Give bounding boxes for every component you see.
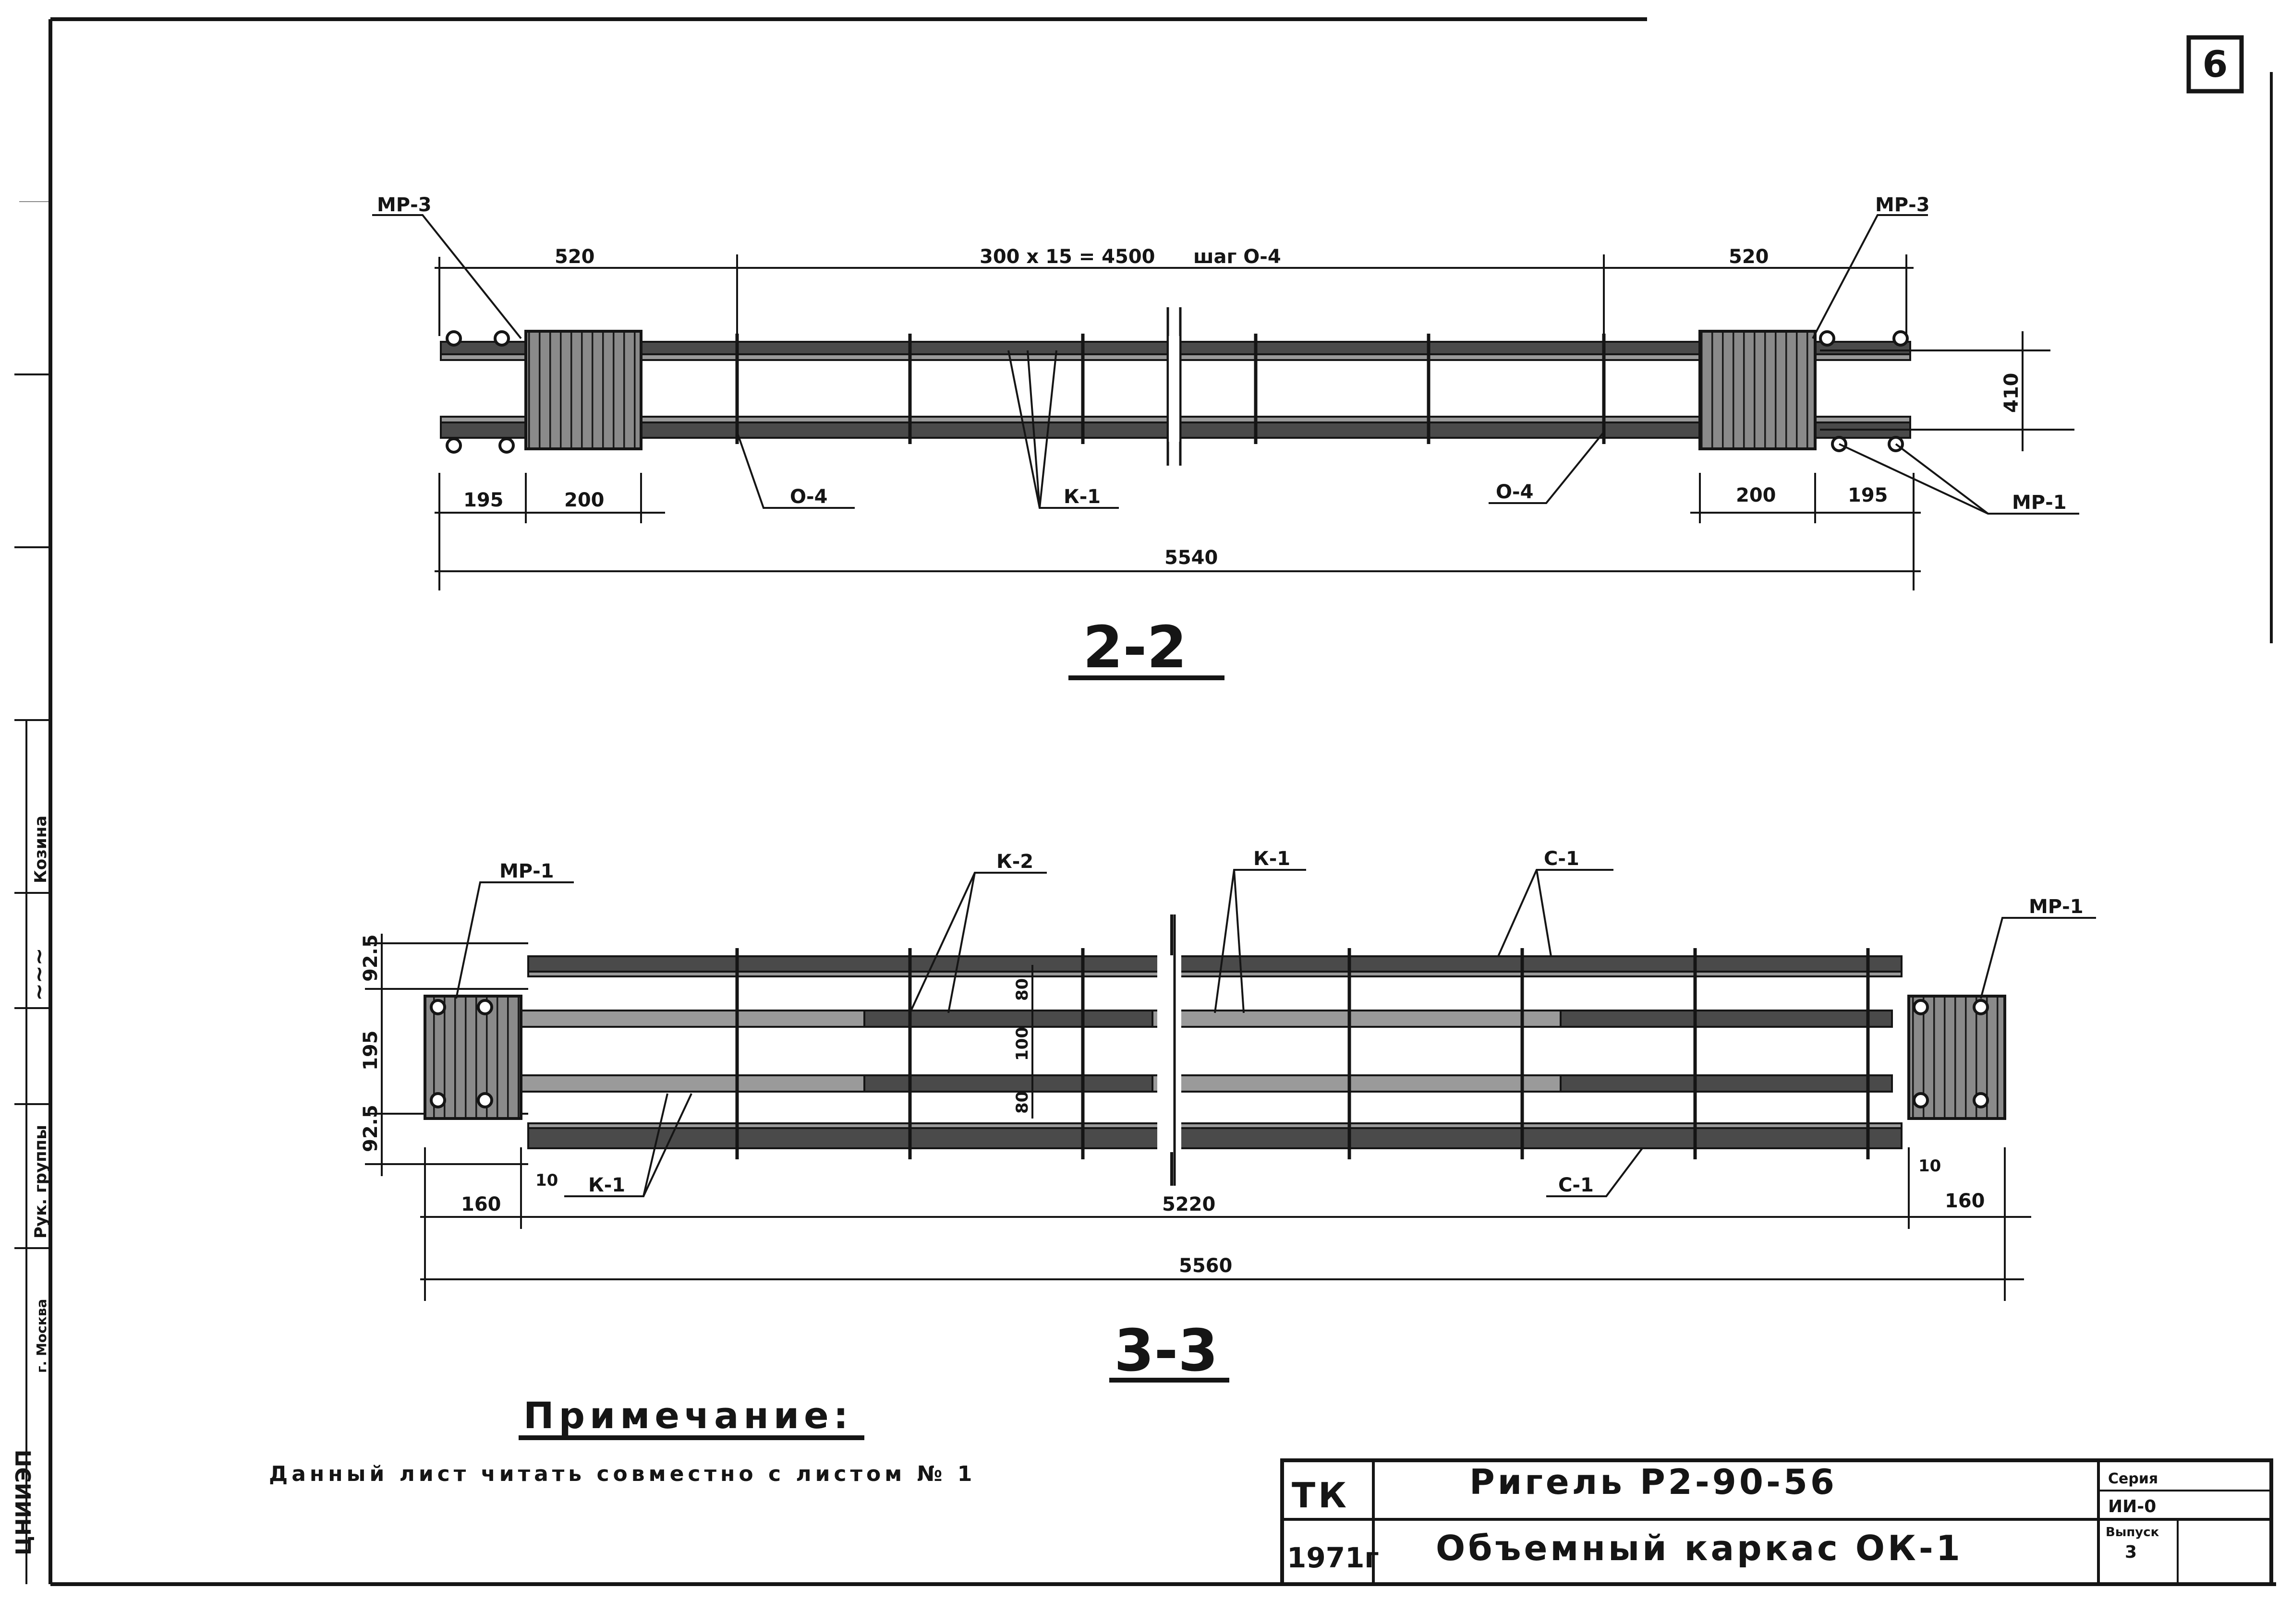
- title-block-year: 1971г: [1287, 1541, 1379, 1574]
- side-stamp: Козина ~~~ Рук. группы г. Москва ЦНИИЭП: [12, 373, 51, 1584]
- sheet-number: 6: [2203, 43, 2228, 85]
- dim-200-left: 200: [564, 489, 605, 511]
- label-mr3-left: МР-3: [377, 194, 432, 216]
- dim-10-left: 10: [535, 1171, 558, 1190]
- dim-195-left: 195: [463, 489, 504, 511]
- dim-925-top: 92.5: [360, 934, 382, 982]
- dim-520-right: 520: [1729, 246, 1769, 268]
- label-k1-bottom: К-1: [588, 1174, 625, 1196]
- stamp-role: Рук. группы: [31, 1125, 50, 1239]
- label-mr1-right: МР-1: [2029, 896, 2084, 918]
- label-k1-2-2: К-1: [1064, 486, 1101, 508]
- dim-195-right: 195: [1848, 484, 1888, 506]
- section-title-3-3: 3-3: [1114, 1318, 1218, 1384]
- dim-100: 100: [1013, 1027, 1032, 1061]
- dim-5220: 5220: [1162, 1193, 1215, 1215]
- dim-pitch: 300 х 15 = 4500: [980, 246, 1155, 268]
- label-mr1-left: МР-1: [499, 860, 554, 882]
- note-body: Данный лист читать совместно с листом № …: [269, 1462, 976, 1486]
- dim-10-right: 10: [1918, 1156, 1941, 1176]
- dim-520-left: 520: [555, 246, 595, 268]
- title-block-name: Ригель Р2-90-56: [1469, 1462, 1837, 1502]
- title-block-subtitle: Объемный каркас ОК-1: [1436, 1528, 1963, 1568]
- section-title-2-2: 2-2: [1083, 614, 1187, 681]
- stamp-signature: ~~~: [27, 948, 51, 1001]
- label-k2: К-2: [996, 851, 1033, 873]
- title-block-code: ТК: [1292, 1475, 1349, 1516]
- dim-5540: 5540: [1164, 547, 1218, 569]
- sheet-number-box: 6: [2186, 35, 2244, 94]
- dim-410: 410: [2000, 373, 2023, 413]
- title-block: ТК 1971г Ригель Р2-90-56 Объемный каркас…: [1280, 1458, 2273, 1586]
- title-block-series-value: ИИ-0: [2108, 1497, 2156, 1516]
- dim-195-mid: 195: [360, 1031, 382, 1071]
- dim-200-right: 200: [1736, 484, 1776, 506]
- title-block-issue-label: Выпуск: [2106, 1525, 2159, 1540]
- section-2-2: 520 300 х 15 = 4500 шаг О-4 520: [372, 194, 2079, 681]
- dim-925-bot: 92.5: [360, 1105, 382, 1152]
- label-k1-top: К-1: [1253, 848, 1290, 870]
- label-c1-bottom: С-1: [1558, 1174, 1594, 1196]
- stamp-author: Козина: [31, 816, 50, 883]
- dim-80-a: 80: [1013, 978, 1032, 1001]
- title-block-series-label: Серия: [2108, 1470, 2158, 1487]
- label-mr3-right: МР-3: [1875, 194, 1930, 216]
- title-block-issue-value: 3: [2125, 1542, 2137, 1562]
- dim-160-right: 160: [1945, 1190, 1985, 1212]
- dim-5560: 5560: [1179, 1255, 1232, 1277]
- dim-160-left: 160: [461, 1193, 501, 1215]
- label-o4-right: О-4: [1496, 481, 1533, 503]
- stamp-org: ЦНИИЭП: [12, 1450, 36, 1555]
- note-title: Примечание:: [523, 1394, 853, 1437]
- note-block: Примечание: Данный лист читать совместно…: [269, 1394, 976, 1486]
- section-3-3: 92.5 195 92.5 80 100 80: [360, 848, 2096, 1384]
- label-o4-left: О-4: [790, 486, 827, 508]
- dim-step: шаг О-4: [1193, 246, 1281, 268]
- stamp-city: г. Москва: [34, 1299, 49, 1373]
- label-c1-top: С-1: [1544, 848, 1579, 870]
- label-mr1-2-2: МР-1: [2012, 492, 2067, 514]
- dim-80-b: 80: [1013, 1091, 1032, 1114]
